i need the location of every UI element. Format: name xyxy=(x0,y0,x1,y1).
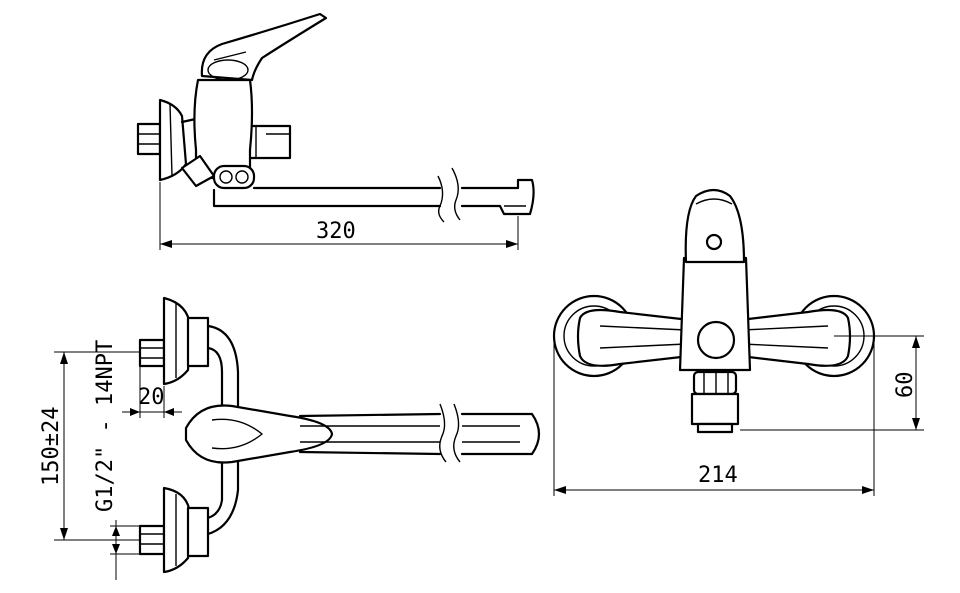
dim-spacing: 150±24 xyxy=(39,407,64,486)
dim-width: 214 xyxy=(698,463,738,488)
side-elevation-view: 320 xyxy=(136,12,535,250)
dim-height: 60 xyxy=(893,372,918,399)
front-elevation-view: 214 60 xyxy=(552,188,924,496)
dim-spout-length: 320 xyxy=(316,219,356,244)
plan-view: 150±24 G1/2" - 14NPT 20 xyxy=(39,296,541,580)
dim-thread: G1/2" - 14NPT xyxy=(93,340,118,512)
dim-inlet-depth: 20 xyxy=(138,385,165,410)
